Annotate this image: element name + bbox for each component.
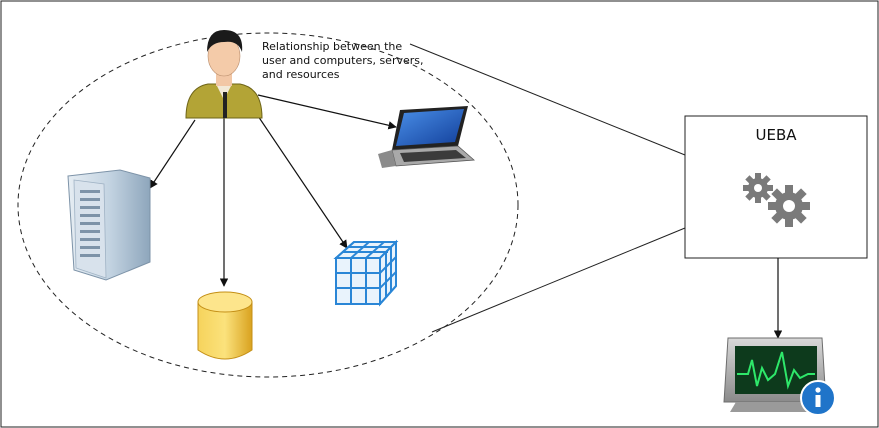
- arrow-to-server: [149, 119, 196, 189]
- data-cube-icon: [333, 239, 399, 307]
- gears-icon: [743, 173, 810, 227]
- annotation-line-3: and resources: [262, 68, 340, 81]
- monitor-info-icon: [723, 337, 836, 416]
- arrow-to-cube: [255, 112, 348, 249]
- relationship-annotation: Relationship between the user and comput…: [262, 40, 432, 82]
- ueba-box: [684, 115, 868, 259]
- annotation-line-1: Relationship between the: [262, 40, 403, 53]
- arrow-to-laptop: [257, 94, 397, 130]
- database-icon: [197, 291, 253, 360]
- user-icon: [185, 30, 263, 119]
- laptop-icon: [378, 106, 475, 168]
- connector-bottom: [431, 227, 686, 333]
- relationship-ellipse: [17, 32, 519, 378]
- ueba-title: UEBA: [755, 126, 797, 144]
- annotation-line-2: user and computers, servers,: [262, 54, 424, 67]
- server-icon: [67, 169, 151, 281]
- connector-top: [409, 43, 686, 156]
